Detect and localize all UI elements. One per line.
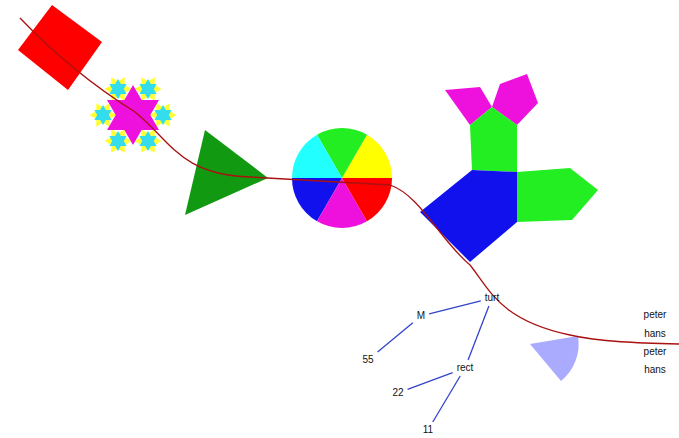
tree-node: turt (482, 291, 502, 305)
tree-branch (378, 323, 413, 352)
tree-node: rect (454, 361, 477, 375)
name-label: peter (644, 309, 667, 321)
name-label: peter (644, 346, 667, 358)
green-triangle (185, 130, 268, 215)
tree-label: rect (457, 362, 474, 373)
name-label: hans (644, 328, 666, 340)
blue-sector (530, 336, 579, 381)
red-square (18, 5, 102, 90)
tree-label: turt (485, 292, 499, 303)
name-label: hans (644, 364, 666, 376)
tree-node: 55 (359, 353, 376, 367)
tree-node: 22 (389, 386, 406, 400)
tree-branch (433, 376, 460, 422)
color-wheel (292, 128, 392, 228)
snowflake (90, 77, 177, 154)
tree-label: M (417, 310, 425, 321)
tree-branch (429, 301, 481, 314)
polygon-figure (420, 74, 598, 262)
tree-label: 22 (392, 387, 403, 398)
tree-node: M (414, 309, 428, 323)
tree-branch (408, 373, 453, 390)
tree-branch (468, 306, 489, 360)
tree-label: 11 (423, 424, 433, 435)
tree-label: 55 (362, 354, 373, 365)
red-curve (20, 18, 679, 344)
tree-node: 11 (420, 423, 436, 437)
